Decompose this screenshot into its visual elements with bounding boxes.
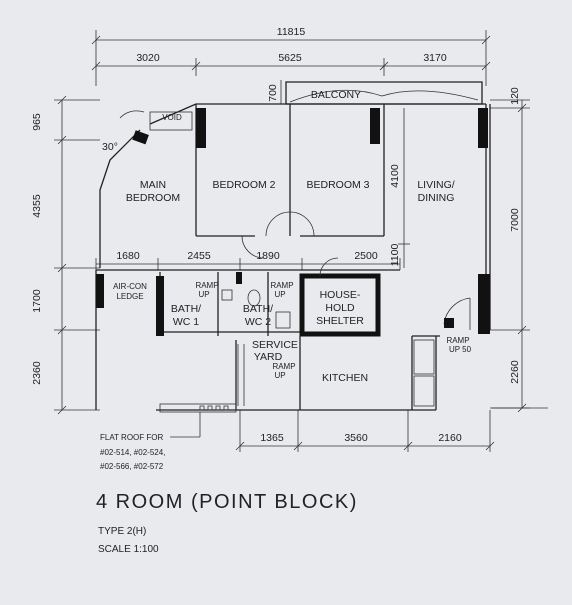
label-main-bedroom-2: BEDROOM	[126, 192, 180, 204]
label-service-1: SERVICE	[252, 339, 298, 351]
dim-left-965: 965	[31, 113, 43, 131]
angle-30: 30°	[102, 141, 118, 153]
label-bath-1-b: WC 1	[173, 316, 199, 328]
note-flat-roof-1: FLAT ROOF FOR	[100, 433, 163, 442]
plan-type: TYPE 2(H)	[98, 526, 146, 537]
label-ramp-a1: RAMP	[195, 281, 218, 290]
dim-3560: 3560	[344, 432, 368, 444]
dim-left-2360: 2360	[31, 361, 43, 385]
label-bath-2-a: BATH/	[243, 303, 273, 315]
dim-right-2260: 2260	[509, 360, 521, 384]
dim-right-120: 120	[509, 87, 521, 105]
dim-700: 700	[267, 84, 279, 102]
note-flat-roof-3: #02-566, #02-572	[100, 462, 164, 471]
dim-2160: 2160	[438, 432, 462, 444]
label-ramp-a2: UP	[198, 290, 209, 299]
label-ramp-c2: UP	[274, 371, 285, 380]
dim-1365: 1365	[260, 432, 284, 444]
right-dimension-lines	[490, 99, 548, 413]
label-balcony: BALCONY	[311, 89, 361, 101]
label-aircon-1: AIR-CON	[113, 282, 147, 291]
left-dimension-lines	[54, 95, 100, 415]
dim-top-right: 3170	[423, 52, 447, 64]
interior-dimension-lines	[95, 80, 410, 270]
label-shelter-2: HOLD	[325, 302, 355, 314]
label-bedroom-3: BEDROOM 3	[306, 179, 369, 191]
dim-total-width: 11815	[277, 26, 306, 38]
label-living-2: DINING	[418, 192, 455, 204]
dim-1100: 1100	[389, 244, 401, 267]
dim-right-7000: 7000	[509, 208, 521, 232]
dim-top-left: 3020	[136, 52, 160, 64]
label-bath-2-b: WC 2	[245, 316, 271, 328]
label-main-bedroom-1: MAIN	[140, 179, 166, 191]
dim-left-4355: 4355	[31, 194, 43, 218]
label-ramp-c1: RAMP	[272, 362, 295, 371]
structural-columns	[96, 108, 490, 336]
dim-1890: 1890	[256, 250, 280, 262]
label-shelter-1: HOUSE-	[320, 289, 361, 301]
dim-top-mid: 5625	[278, 52, 302, 64]
plan-scale: SCALE 1:100	[98, 544, 159, 555]
top-dimension-lines	[91, 30, 491, 86]
label-ramp-b1: RAMP	[270, 281, 293, 290]
dim-1680: 1680	[116, 250, 140, 262]
label-ramp-b2: UP	[274, 290, 285, 299]
label-ramp-d2: UP 50	[449, 345, 472, 354]
label-kitchen: KITCHEN	[322, 372, 368, 384]
dim-4100: 4100	[389, 164, 401, 188]
label-shelter-3: SHELTER	[316, 315, 364, 327]
label-bedroom-2: BEDROOM 2	[212, 179, 275, 191]
label-living-1: LIVING/	[417, 179, 454, 191]
label-bath-1-a: BATH/	[171, 303, 201, 315]
label-ramp-d1: RAMP	[446, 336, 469, 345]
label-void: VOID	[162, 113, 182, 122]
dim-2500: 2500	[354, 250, 378, 262]
dim-2455: 2455	[187, 250, 211, 262]
label-aircon-2: LEDGE	[116, 292, 143, 301]
dim-left-1700: 1700	[31, 289, 43, 313]
note-flat-roof-2: #02-514, #02-524,	[100, 448, 165, 457]
label-service-2: YARD	[254, 351, 283, 363]
plan-title: 4 ROOM (POINT BLOCK)	[96, 491, 358, 513]
bottom-dimension-lines	[235, 410, 495, 452]
